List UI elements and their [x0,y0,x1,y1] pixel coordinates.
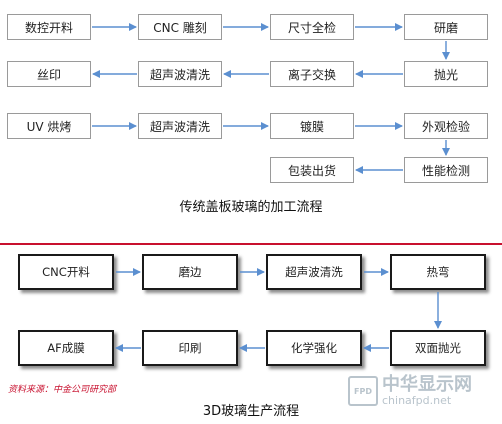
step-silk-printing: 丝印 [7,61,91,87]
step-appearance-inspection: 外观检验 [404,113,488,139]
step-3d-double-polishing: 双面抛光 [390,330,486,366]
step-polishing: 抛光 [404,61,488,87]
step-uv-baking: UV 烘烤 [7,113,91,139]
3d-caption: 3D玻璃生产流程 [202,404,300,419]
step-3d-ultrasonic-cleaning: 超声波清洗 [266,254,362,290]
traditional-caption: 传统盖板玻璃的加工流程 [179,200,323,215]
step-ion-exchange: 离子交换 [270,61,354,87]
step-coating: 镀膜 [270,113,354,139]
step-packaging-shipping: 包装出货 [270,157,354,183]
step-3d-af-coating: AF成膜 [18,330,114,366]
step-cnc-cutting: 数控开料 [7,14,91,40]
step-ultrasonic-cleaning-2: 超声波清洗 [138,113,222,139]
watermark-badge: FPD [348,376,378,406]
step-cnc-engraving: CNC 雕刻 [138,14,222,40]
watermark: FPD 中华显示网 chinafpd.net [348,370,498,416]
step-performance-test: 性能检测 [404,157,488,183]
step-3d-cnc-cutting: CNC开料 [18,254,114,290]
step-dimension-inspection: 尺寸全检 [270,14,354,40]
source-note: 资料来源：中金公司研究部 [8,385,117,395]
watermark-title: 中华显示网 [382,374,472,395]
step-3d-chemical-strengthening: 化学强化 [266,330,362,366]
step-3d-hot-bending: 热弯 [390,254,486,290]
step-3d-edge-grinding: 磨边 [142,254,238,290]
step-3d-printing: 印刷 [142,330,238,366]
step-grinding: 研磨 [404,14,488,40]
red-divider [0,243,502,245]
step-ultrasonic-cleaning-1: 超声波清洗 [138,61,222,87]
watermark-url: chinafpd.net [382,394,452,407]
